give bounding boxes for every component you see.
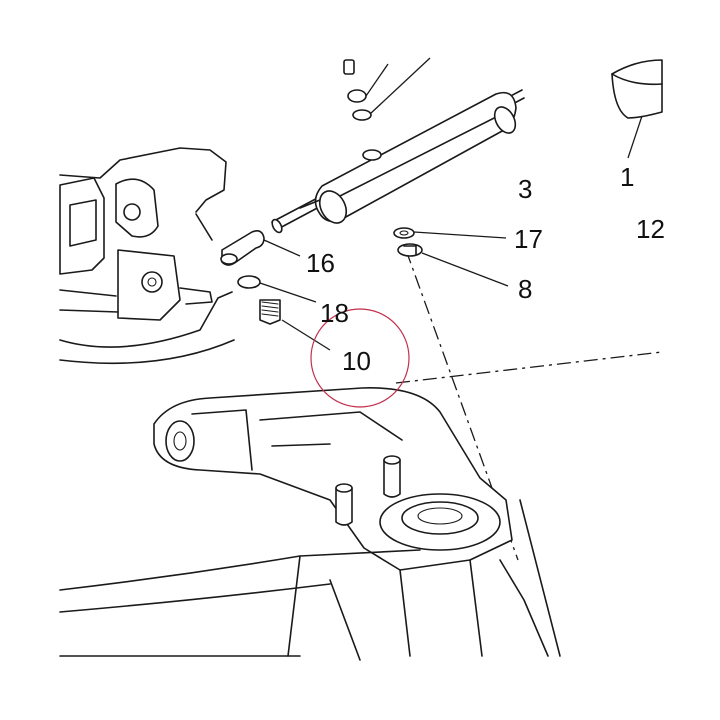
washer-8	[397, 243, 509, 287]
washer-17	[393, 227, 507, 239]
callout-12: 12	[636, 214, 665, 244]
bolt-10	[259, 299, 331, 351]
callout-16: 16	[306, 248, 335, 278]
callout-1: 1	[620, 162, 634, 192]
part-1-cap	[611, 59, 663, 159]
ball-joint-16	[220, 230, 301, 266]
top-bolt-stack	[343, 57, 431, 161]
callout-8: 8	[518, 274, 532, 304]
washer-18	[237, 275, 317, 303]
steering-damper	[271, 89, 525, 234]
callout-18: 18	[320, 298, 349, 328]
highlight-circle	[310, 308, 410, 408]
callout-3: 3	[518, 174, 532, 204]
callout-17: 17	[514, 224, 543, 254]
frame-triple-clamp	[59, 387, 561, 661]
handlebar-assembly	[59, 147, 235, 365]
callout-labels: 3 16 17 8 18 10 1 12	[306, 162, 665, 376]
callout-10: 10	[342, 346, 371, 376]
